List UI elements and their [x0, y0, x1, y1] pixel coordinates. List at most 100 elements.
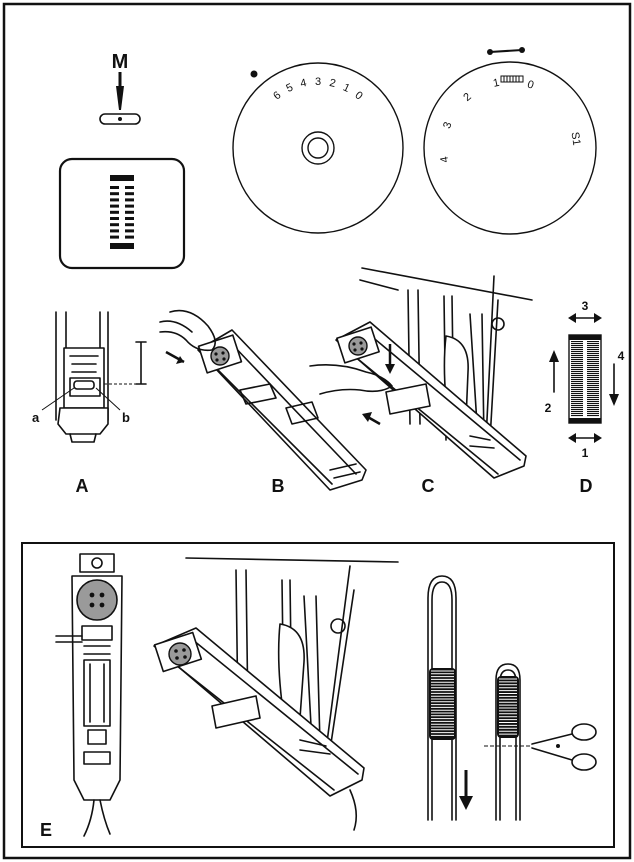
stitch-bar: [571, 361, 583, 363]
stitch-bar: [571, 347, 583, 349]
stitch-bar: [571, 365, 583, 367]
stitch-bar: [587, 393, 599, 395]
thread-loop-long: [427, 575, 473, 821]
stitch-width-number: S1: [569, 131, 583, 146]
stitch-bar: [587, 345, 599, 347]
stitch-bar: [110, 223, 119, 227]
stitch-bar: [110, 217, 119, 220]
sequence-4-label: 4: [618, 349, 625, 363]
stitch-bar: [571, 413, 583, 415]
sequence-2-label: 2: [545, 401, 552, 415]
stitch-width-number: 3: [441, 120, 454, 130]
stitch-bar: [587, 399, 599, 401]
stitch-bar: [571, 345, 583, 347]
stitch-bar: [110, 198, 119, 202]
stitch-bar: [571, 399, 583, 401]
dial-indicator-dot: [250, 70, 258, 78]
stitch-bar: [125, 192, 134, 196]
step-c-machine-drawing: C: [309, 267, 533, 496]
stitch-bar: [571, 385, 583, 387]
marker-a-label: a: [32, 410, 40, 425]
marker-b-label: b: [122, 410, 130, 425]
stitch-length-number: 2: [328, 77, 337, 90]
stitch-bar: [110, 229, 119, 233]
stitch-bar: [587, 391, 599, 393]
step-c-label: C: [422, 476, 435, 496]
needle-position-icon: M: [99, 51, 141, 125]
stitch-bar: [587, 381, 599, 383]
step-a-foot-drawing: a b: [32, 311, 147, 443]
stitch-bar: [571, 359, 583, 361]
stitch-bar: [587, 353, 599, 355]
step-a-label: A: [76, 476, 89, 496]
stitch-length-number: 4: [299, 77, 308, 90]
stitch-bar: [125, 204, 134, 208]
step-d-sequence-diagram: 3 1 2 4 D: [545, 299, 625, 496]
stitch-bar: [571, 389, 583, 391]
stitch-bar: [571, 351, 583, 353]
stitch-bar: [125, 210, 134, 214]
stitch-bar: [587, 411, 599, 413]
stitch-bar: [587, 367, 599, 369]
stitch-bar: [110, 186, 119, 189]
step-b-foot-drawing: B: [159, 309, 367, 496]
stitch-bar: [587, 415, 599, 417]
stitch-bar: [587, 347, 599, 349]
stitch-width-number: 0: [526, 78, 536, 91]
stitch-bar: [125, 186, 134, 189]
stitch-bar: [587, 361, 599, 363]
stitch-bar: [587, 359, 599, 361]
buttonhole-stitch-icon: [58, 157, 186, 270]
step-e-label: E: [40, 820, 52, 840]
step-d-label: D: [580, 476, 593, 496]
stitch-bar: [587, 409, 599, 411]
stitch-bar: [571, 353, 583, 355]
stitch-bar: [587, 387, 599, 389]
stitch-bar: [587, 349, 599, 351]
stitch-bar: [587, 375, 599, 377]
stitch-bar: [571, 355, 583, 357]
stitch-bar: [571, 409, 583, 411]
stitch-bar: [587, 413, 599, 415]
stitch-bar: [571, 397, 583, 399]
stitch-bar: [571, 387, 583, 389]
stitch-bar: [587, 385, 599, 387]
stitch-bar: [587, 341, 599, 343]
stitch-bar: [571, 415, 583, 417]
stitch-bar: [587, 351, 599, 353]
stitch-bar: [571, 381, 583, 383]
stitch-bar: [587, 365, 599, 367]
stitch-bar: [587, 369, 599, 371]
stitch-bar: [571, 367, 583, 369]
stitch-bar: [587, 363, 599, 365]
stitch-bar: [587, 405, 599, 407]
stitch-bar: [571, 377, 583, 379]
stitch-bar: [571, 363, 583, 365]
stitch-bar: [587, 357, 599, 359]
stitch-bar: [571, 369, 583, 371]
stitch-bar: [125, 229, 134, 233]
stitch-bar: [587, 355, 599, 357]
scissors-icon: [531, 723, 597, 771]
stitch-width-number: 1: [492, 77, 500, 90]
stitch-bar: [125, 223, 134, 227]
stitch-bar: [571, 375, 583, 377]
stitch-bar: [110, 235, 119, 239]
stitch-bar: [587, 379, 599, 381]
thread-loop-cut: [484, 663, 532, 821]
needle-position-label: M: [112, 51, 129, 73]
stitch-length-number: 1: [341, 82, 352, 95]
stitch-bar: [571, 401, 583, 403]
stitch-bar: [110, 210, 119, 214]
stitch-length-number: 3: [315, 76, 321, 88]
stitch-bar: [587, 383, 599, 385]
stitch-bar: [571, 391, 583, 393]
stitch-bar: [571, 403, 583, 405]
stitch-bar: [587, 343, 599, 345]
stitch-width-number: 4: [438, 155, 451, 163]
stitch-bar: [571, 383, 583, 385]
stitch-bar: [125, 198, 134, 202]
